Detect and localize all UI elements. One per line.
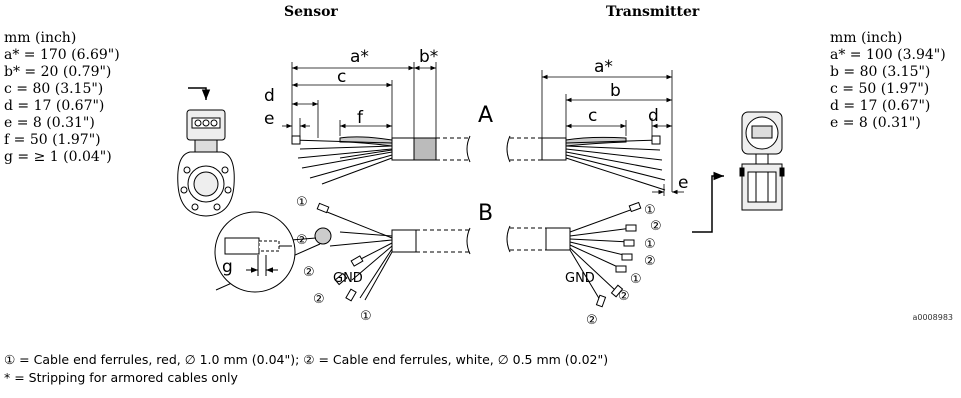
transmitter-dim-d: d xyxy=(648,106,659,126)
transmitter-heading: Transmitter xyxy=(606,4,700,20)
sensor-spec-b: b* = 20 (0.79") xyxy=(4,64,112,80)
sensor-spec-c: c = 80 (3.15") xyxy=(4,81,104,97)
transmitter-dim-e: e xyxy=(678,173,688,193)
figure-code: a0008983 xyxy=(912,313,953,322)
sensor-spec-g: g = ≥ 1 (0.04") xyxy=(4,149,112,165)
transmitter-cable-b xyxy=(506,201,642,308)
transmitter-dim-c: c xyxy=(588,106,597,126)
sensor-spec-list: mm (inch) a* = 170 (6.69") b* = 20 (0.79… xyxy=(4,30,120,166)
footer-ferrule-legend: ① = Cable end ferrules, red, ∅ 1.0 mm (0… xyxy=(4,352,609,367)
transmitter-ferrule-2-a: ② xyxy=(650,219,662,234)
transmitter-gnd-label: GND xyxy=(565,271,595,286)
transmitter-spec-b: b = 80 (3.15") xyxy=(830,64,931,80)
sensor-ferrule-1-bottom: ① xyxy=(360,309,372,324)
sensor-dim-d: d xyxy=(264,86,275,106)
sensor-dim-g: g xyxy=(222,257,233,277)
transmitter-spec-list: mm (inch) a* = 100 (3.94") b = 80 (3.15"… xyxy=(830,30,946,132)
transmitter-ferrule-1-c: ① xyxy=(630,272,642,287)
sensor-dim-e: e xyxy=(264,109,274,129)
sensor-dim-b: b* xyxy=(419,47,438,67)
sensor-spec-a: a* = 170 (6.69") xyxy=(4,47,120,63)
sensor-dim-f: f xyxy=(357,108,364,128)
transmitter-ferrule-1-a: ① xyxy=(644,203,656,218)
sensor-ferrule-2-bottom: ② xyxy=(313,292,325,307)
transmitter-cable-a xyxy=(506,135,666,191)
section-b-label: B xyxy=(478,201,493,226)
sensor-spec-f: f = 50 (1.97") xyxy=(4,132,101,148)
sensor-heading: Sensor xyxy=(284,4,338,20)
transmitter-dim-a: a* xyxy=(594,57,613,77)
sensor-dim-a: a* xyxy=(350,47,369,67)
footer-armored-note: * = Stripping for armored cables only xyxy=(4,370,238,385)
transmitter-ferrule-2-b: ② xyxy=(644,254,656,269)
transmitter-spec-d: d = 17 (0.67") xyxy=(830,98,931,114)
section-a-label: A xyxy=(478,103,493,128)
transmitter-spec-e: e = 8 (0.31") xyxy=(830,115,921,131)
sensor-spec-d: d = 17 (0.67") xyxy=(4,98,105,114)
transmitter-device-icon xyxy=(692,111,785,233)
sensor-cable-b xyxy=(214,202,471,302)
sensor-spec-unit: mm (inch) xyxy=(4,30,77,46)
transmitter-ferrule-2-c: ② xyxy=(618,289,630,304)
transmitter-spec-c: c = 50 (1.97") xyxy=(830,81,930,97)
sensor-spec-e: e = 8 (0.31") xyxy=(4,115,95,131)
sensor-ferrule-2-low: ② xyxy=(303,265,315,280)
transmitter-spec-a: a* = 100 (3.94") xyxy=(830,47,946,63)
sensor-ferrule-1-top: ① xyxy=(296,195,308,210)
sensor-gnd-label: GND xyxy=(333,271,363,286)
transmitter-ferrule-2-d: ② xyxy=(586,313,598,328)
sensor-cable-a xyxy=(291,135,471,185)
sensor-device-icon xyxy=(177,87,235,217)
transmitter-ferrule-1-b: ① xyxy=(644,237,656,252)
transmitter-dim-b: b xyxy=(610,81,621,101)
transmitter-spec-unit: mm (inch) xyxy=(830,30,903,46)
sensor-ferrule-2-mid: ② xyxy=(296,233,308,248)
sensor-dim-c: c xyxy=(337,67,346,87)
